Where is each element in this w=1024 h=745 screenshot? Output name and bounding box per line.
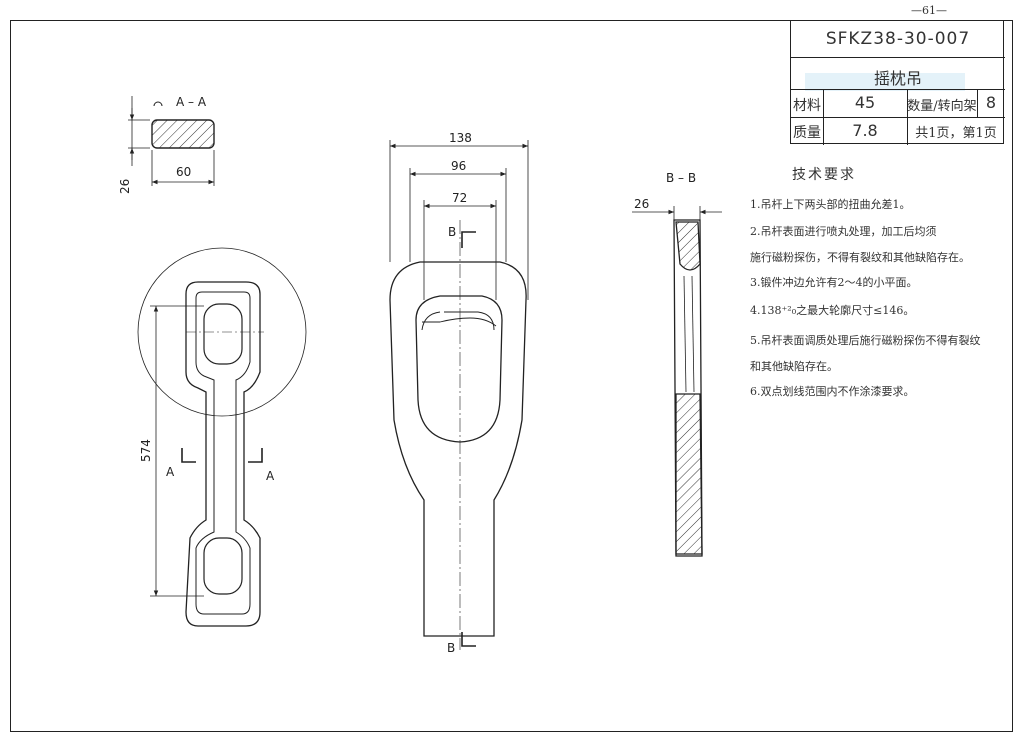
cut-label-b-top: B [448,225,456,239]
cut-label-a-right: A [266,469,275,483]
tech-requirement-item: 5.吊杆表面调质处理后施行磁粉探伤不得有裂纹 [750,334,981,347]
side-view [137,247,307,627]
watermark-band [805,73,965,91]
section-aa-label: A – A [176,95,207,109]
section-aa [128,96,215,186]
tech-requirements-title: 技术要求 [792,167,856,183]
tech-requirement-item: 和其他缺陷存在。 [750,360,838,373]
drawing-code: SFKZ38-30-007 [825,29,971,49]
cut-label-a-left: A [166,465,175,479]
section-bb [632,206,722,557]
title-block: SFKZ38-30-007 摇枕吊 材料 45 数量/转向架 8 质量 7.8 … [790,20,1005,145]
sheets-label: 共1页，第1页 [915,126,997,141]
front-outer-dim: 138 [449,131,472,145]
tech-requirement-item: 3.锻件冲边允许有2～4的小平面。 [750,276,918,289]
section-bb-label: B – B [666,171,696,185]
front-middle-dim: 96 [451,159,466,173]
tech-requirement-item: 4.138⁺²₀之最大轮廓尺寸≤146。 [750,304,915,317]
drawing-frame [10,20,1013,732]
tech-requirement-item: 施行磁粉探伤，不得有裂纹和其他缺陷存在。 [750,251,970,264]
section-aa-height-dim: 26 [118,179,132,194]
section-aa-width-dim: 60 [176,165,191,179]
mass-label: 质量 [793,125,821,141]
material-value: 45 [854,93,876,112]
tech-requirement-item: 2.吊杆表面进行喷丸处理，加工后均须 [750,225,937,238]
side-length-dim: 574 [139,439,153,462]
mass-value: 7.8 [852,121,878,140]
quantity-label: 数量/转向架 [907,99,977,114]
part-name: 摇枕吊 [873,69,922,88]
material-label: 材料 [793,98,821,114]
tech-requirement-item: 1.吊杆上下两头部的扭曲允差1。 [750,198,911,211]
cut-label-b-bottom: B [447,641,455,655]
front-inner-dim: 72 [452,191,467,205]
quantity-value: 8 [985,93,997,112]
section-bb-thickness-dim: 26 [634,197,649,211]
front-view [389,140,529,650]
tech-requirement-item: 6.双点划线范围内不作涂漆要求。 [750,385,915,398]
page-number: —61— [911,4,947,17]
